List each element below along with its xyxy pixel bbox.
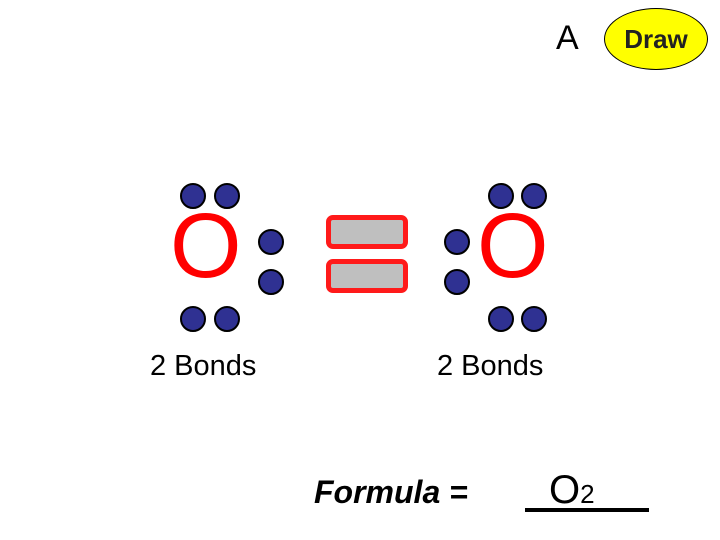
electron-dot <box>180 306 206 332</box>
electron-dot <box>258 229 284 255</box>
electron-dot <box>214 306 240 332</box>
formula-subscript: 2 <box>580 479 595 509</box>
electron-dot <box>488 306 514 332</box>
draw-button[interactable]: Draw <box>604 8 708 70</box>
right-oxygen-symbol: O <box>477 195 549 297</box>
formula-answer: O2 <box>549 470 595 519</box>
electron-dot <box>180 183 206 209</box>
left-bonds-label: 2 Bonds <box>150 350 257 382</box>
right-bonds-label: 2 Bonds <box>437 350 544 382</box>
electron-dot <box>444 269 470 295</box>
electron-dot <box>214 183 240 209</box>
bond-line-top[interactable] <box>326 215 408 249</box>
formula-answer-blank[interactable]: O2 <box>525 466 649 512</box>
electron-dot <box>521 306 547 332</box>
slide-label: A <box>556 19 579 57</box>
bond-line-bottom[interactable] <box>326 259 408 293</box>
electron-dot <box>258 269 284 295</box>
left-oxygen-symbol: O <box>170 195 242 297</box>
electron-dot <box>521 183 547 209</box>
electron-dot <box>444 229 470 255</box>
electron-dot <box>488 183 514 209</box>
formula-element: O <box>549 468 581 512</box>
formula-label: Formula = <box>314 474 468 510</box>
